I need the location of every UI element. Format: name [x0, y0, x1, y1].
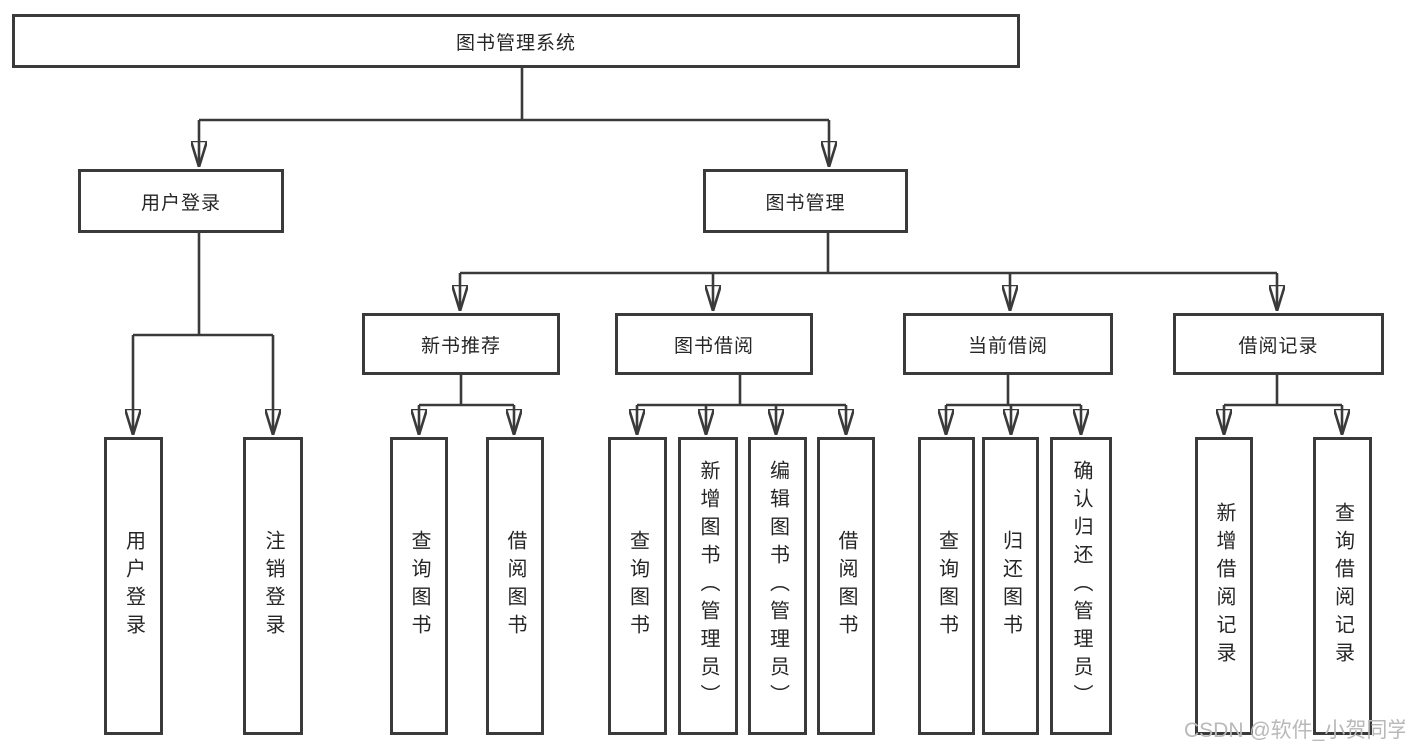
- node-label: 借阅记录: [1238, 335, 1319, 357]
- leaf-label: 查询图书: [935, 530, 958, 642]
- leaf-label: 借阅图书: [835, 530, 857, 642]
- trunk-current-borrow: [946, 375, 1081, 407]
- node-label: 新书推荐: [420, 335, 501, 357]
- trunk-book-borrow: [637, 375, 846, 407]
- node-book-borrowing: 图书借阅: [615, 313, 813, 375]
- leaf-label: 查询图书: [408, 530, 430, 642]
- leaf-query-borrow-record: 查询借阅记录: [1313, 437, 1372, 735]
- leaf-query-books: 查询图书: [608, 437, 667, 735]
- trunk-root: [199, 68, 829, 122]
- leaf-logout: 注销登录: [243, 437, 303, 735]
- node-new-book-recommendation: 新书推荐: [362, 313, 560, 375]
- node-library-management-system: 图书管理系统: [12, 14, 1020, 68]
- node-label: 图书管理: [765, 192, 846, 214]
- leaf-query-books: 查询图书: [918, 437, 975, 735]
- leaf-label: 归还图书: [999, 530, 1022, 642]
- leaf-label: 新增图书（管理员）: [697, 460, 719, 712]
- node-borrowing-records: 借阅记录: [1173, 313, 1384, 375]
- leaf-edit-books-admin: 编辑图书（管理员）: [748, 437, 807, 735]
- leaf-add-borrow-record: 新增借阅记录: [1195, 437, 1253, 735]
- leaf-label: 新增借阅记录: [1213, 502, 1235, 670]
- trunk-user-login: [133, 233, 273, 337]
- leaf-borrow-books: 借阅图书: [486, 437, 544, 735]
- node-label: 图书借阅: [673, 335, 754, 357]
- trunk-borrow-records: [1224, 375, 1342, 407]
- leaf-return-books: 归还图书: [982, 437, 1039, 735]
- node-current-borrowing: 当前借阅: [903, 313, 1113, 375]
- leaf-label: 用户登录: [122, 530, 145, 642]
- leaf-query-books: 查询图书: [390, 437, 448, 735]
- leaf-add-books-admin: 新增图书（管理员）: [678, 437, 738, 735]
- leaf-borrow-books: 借阅图书: [817, 437, 875, 735]
- leaf-label: 编辑图书（管理员）: [766, 460, 789, 712]
- leaf-label: 借阅图书: [504, 530, 526, 642]
- node-label: 用户登录: [140, 192, 221, 214]
- trunk-book-management: [460, 233, 1277, 275]
- leaf-label: 查询借阅记录: [1331, 502, 1354, 670]
- node-book-management: 图书管理: [703, 169, 908, 233]
- node-label: 图书管理系统: [455, 32, 576, 54]
- node-label: 当前借阅: [967, 335, 1048, 357]
- node-user-login: 用户登录: [78, 169, 284, 233]
- leaf-user-login: 用户登录: [104, 437, 163, 735]
- leaf-label: 查询图书: [626, 530, 649, 642]
- leaf-label: 注销登录: [262, 530, 284, 642]
- leaf-label: 确认归还（管理员）: [1070, 460, 1092, 712]
- csdn-watermark: CSDN @软件_小贺同学: [1184, 719, 1405, 742]
- leaf-confirm-return-admin: 确认归还（管理员）: [1050, 437, 1112, 735]
- trunk-new-book: [419, 375, 514, 407]
